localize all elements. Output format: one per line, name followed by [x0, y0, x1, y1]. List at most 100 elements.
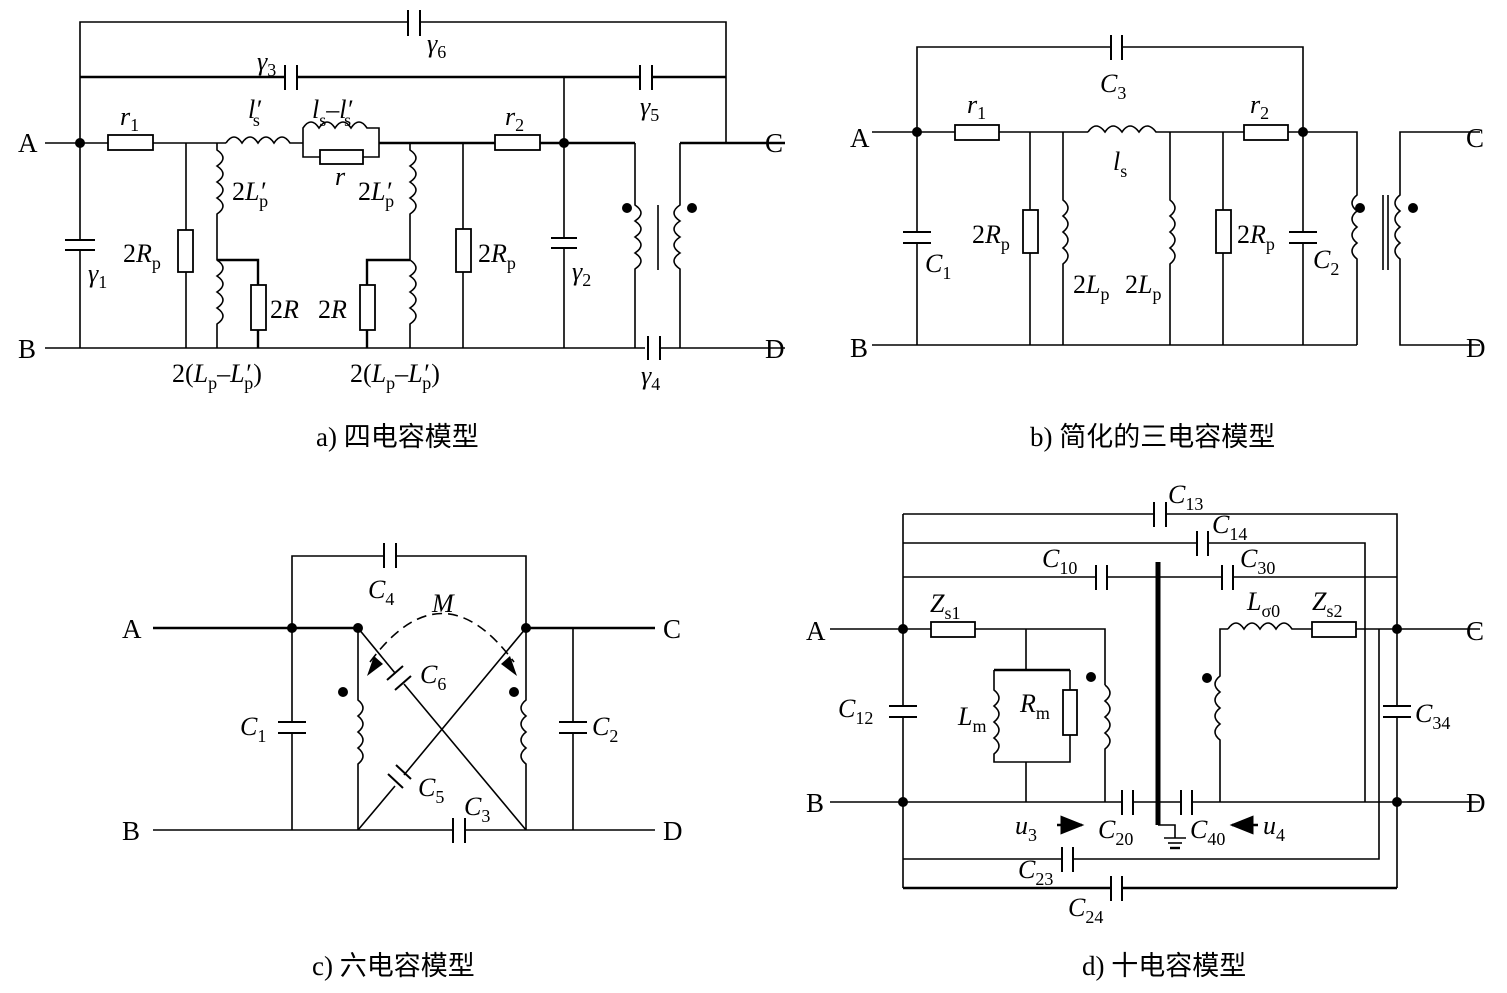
polarity-dot-primary [622, 203, 632, 213]
label-ls-prime: l′s [248, 95, 261, 130]
label-c4: C4 [368, 575, 394, 609]
wire-c23 [903, 629, 1380, 860]
polarity-dot-secondary [1408, 203, 1418, 213]
caption-b: b) 简化的三电容模型 [1030, 422, 1275, 452]
capacitor-c5 [387, 773, 404, 789]
wire-2r-left [217, 258, 260, 348]
node-a [75, 138, 85, 148]
mutual-inductance-arc [369, 612, 515, 663]
label-2r-left: 2R [270, 295, 299, 324]
label-2lp-prime-left: 2L′p [232, 177, 268, 211]
arrow-left-icon [367, 656, 383, 676]
label-2r-right: 2R [318, 295, 347, 324]
inductor-right-winding [520, 628, 528, 830]
terminal-a: A [850, 123, 870, 153]
terminal-a: A [122, 614, 142, 644]
inductor-2lp-left [1061, 132, 1069, 345]
label-c14: C14 [1212, 510, 1247, 544]
label-gamma6: γ6 [427, 29, 446, 62]
inductor-left-winding [356, 628, 364, 830]
terminal-c: C [1466, 123, 1484, 153]
inductor-secondary [1214, 628, 1228, 802]
label-c5: C5 [418, 773, 444, 807]
arrow-right-icon [501, 656, 517, 676]
label-gamma4: γ4 [641, 361, 660, 394]
capacitor-c5-plate [395, 764, 412, 780]
resistor-r1 [954, 124, 1000, 141]
inductor-ls-prime [225, 136, 303, 145]
node-c [1392, 624, 1402, 634]
label-u3: u3 [1015, 811, 1037, 845]
terminal-d: D [1466, 333, 1486, 363]
wire-c14 [903, 542, 1366, 802]
label-zs1: Zs1 [930, 589, 960, 623]
resistor-rm [1062, 689, 1078, 736]
transformer-secondary [673, 143, 682, 348]
node-gamma2 [559, 138, 569, 148]
panel-d-ten-capacitor-model: A B C D [806, 480, 1486, 981]
resistor-2rp-left [177, 229, 194, 273]
label-2lp-prime-right: 2L′p [358, 177, 394, 211]
resistor-r [319, 149, 364, 165]
inductor-2lp-right [1168, 132, 1176, 345]
terminal-d: D [663, 816, 683, 846]
caption-d: d) 十电容模型 [1082, 951, 1246, 981]
label-zs2: Zs2 [1312, 587, 1342, 621]
resistor-2rp-left [1022, 209, 1039, 254]
resistor-zs2 [1311, 621, 1357, 638]
label-c23: C23 [1018, 855, 1053, 889]
inductor-2lp-left [215, 143, 224, 348]
terminal-b: B [18, 334, 36, 364]
label-gamma5: γ5 [640, 92, 659, 125]
terminal-a: A [18, 128, 38, 158]
label-gamma3: γ3 [257, 47, 276, 80]
wire-gamma6-loop [79, 21, 727, 143]
panel-a-four-capacitor-model: A B C D [18, 10, 785, 452]
label-c24: C24 [1068, 893, 1103, 927]
label-2rp-right: 2Rp [1237, 220, 1275, 254]
terminal-c: C [663, 614, 681, 644]
node-a-outer [287, 623, 297, 633]
label-r: r [335, 162, 346, 191]
label-r1: r1 [967, 90, 986, 123]
label-2lp-right: 2Lp [1125, 270, 1161, 304]
terminal-b: B [806, 788, 824, 818]
label-gamma2: γ2 [572, 257, 591, 290]
wire-c4-loop [291, 555, 527, 628]
node-d [1392, 797, 1402, 807]
caption-c: c) 六电容模型 [312, 951, 475, 981]
caption-a: a) 四电容模型 [316, 422, 479, 452]
terminal-a: A [806, 616, 826, 646]
label-c3: C3 [464, 792, 490, 826]
terminal-d: D [1466, 788, 1486, 818]
label-m: M [431, 589, 455, 618]
label-c6: C6 [420, 660, 446, 694]
label-ls-minus-ls-prime: ls–l′s [312, 95, 352, 130]
resistor-2r-left [250, 284, 267, 331]
node-a-inner [353, 623, 363, 633]
label-r1: r1 [120, 102, 139, 135]
panel-b-simplified-three-capacitor-model: A B C D [850, 35, 1486, 452]
inductor-lm [992, 670, 1071, 763]
transformer-secondary [1394, 131, 1480, 346]
label-c10: C10 [1042, 544, 1077, 578]
resistor-r2 [1243, 124, 1289, 141]
polarity-dot-primary [1086, 672, 1096, 682]
label-c1: C1 [925, 249, 951, 283]
wire-c3-loop [916, 46, 1304, 132]
label-c3: C3 [1100, 69, 1126, 103]
label-c12: C12 [838, 694, 873, 728]
terminal-c: C [1466, 616, 1484, 646]
label-lsigma0: Lσ0 [1246, 587, 1280, 621]
terminal-b: B [850, 333, 868, 363]
node-b [898, 797, 908, 807]
wire-ground [1158, 824, 1176, 838]
label-c30: C30 [1240, 544, 1275, 578]
label-2lp-left: 2Lp [1073, 270, 1109, 304]
polarity-dot-secondary [1202, 673, 1212, 683]
transformer-primary [633, 143, 642, 348]
label-c2: C2 [592, 712, 618, 746]
polarity-dot-right [509, 687, 519, 697]
label-c40: C40 [1190, 815, 1225, 849]
